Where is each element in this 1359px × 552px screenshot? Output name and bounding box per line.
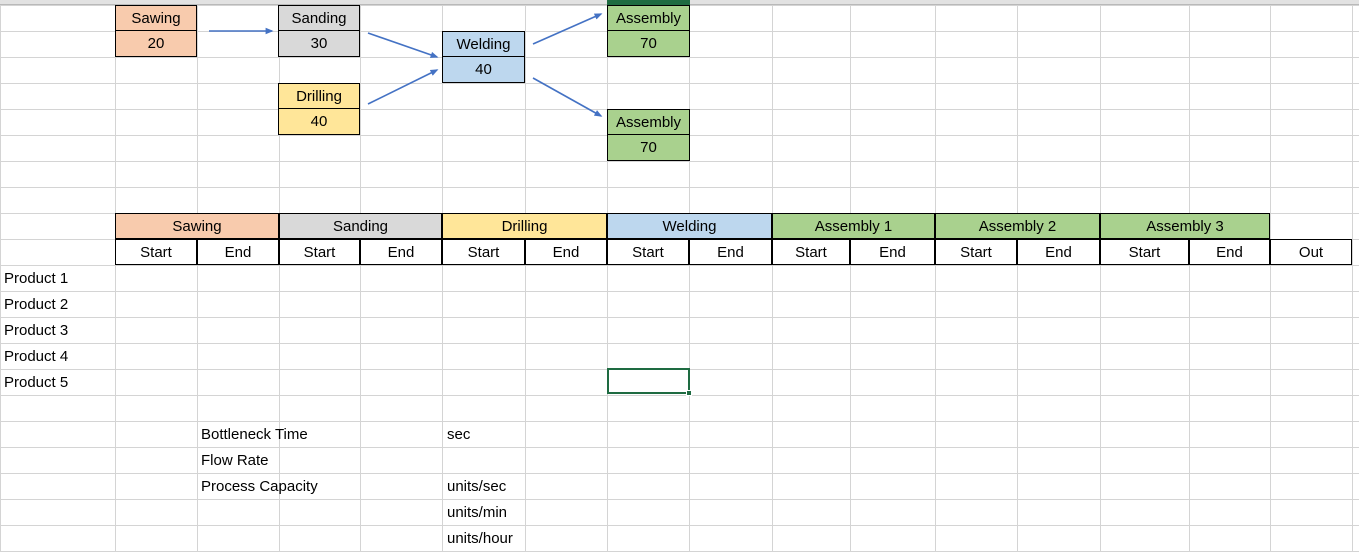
grid-column-line-12 [1017,0,1018,552]
grid-row-line-15 [0,395,1359,396]
grid-column-line-6 [525,0,526,552]
sub-header-12-start[interactable]: Start [1100,239,1189,265]
process-node-label: Welding [443,32,524,57]
process-node-drilling[interactable]: Drilling 40 [278,83,360,135]
grid-row-line-16 [0,421,1359,422]
sub-header-6-start[interactable]: Start [607,239,689,265]
sub-header-7-end[interactable]: End [689,239,772,265]
process-node-label: Drilling [279,84,359,109]
arrow-welding-to-assembly1 [532,13,603,45]
sub-header-11-end[interactable]: End [1017,239,1100,265]
grid-row-line-6 [0,161,1359,162]
grid-column-line-9 [772,0,773,552]
grid-column-line-14 [1189,0,1190,552]
grid-row-line-11 [0,291,1359,292]
process-node-welding[interactable]: Welding 40 [442,31,525,83]
process-node-assembly2[interactable]: Assembly 70 [607,109,690,161]
row-label-product-1[interactable]: Product 1 [4,269,69,287]
metric-label-bottleneck-time[interactable]: Bottleneck Time [201,425,308,443]
row-label-product-4[interactable]: Product 4 [4,347,69,365]
sub-header-13-end[interactable]: End [1189,239,1270,265]
sub-header-8-start[interactable]: Start [772,239,850,265]
grid-row-line-12 [0,317,1359,318]
grid-row-line-2 [0,57,1359,58]
arrow-drilling-to-welding [367,69,439,105]
grid-row-line-3 [0,83,1359,84]
process-node-label: Assembly [608,110,689,135]
grid-column-line-15 [1270,0,1271,552]
grid-row-line-10 [0,265,1359,266]
sub-header-0-start[interactable]: Start [115,239,197,265]
metric-label-process-capacity[interactable]: Process Capacity [201,477,318,495]
selected-cell[interactable] [607,368,690,394]
metric-unit-units-per-hour[interactable]: units/hour [447,529,513,547]
grid-column-line-11 [935,0,936,552]
grid-column-line-3 [279,0,280,552]
process-node-time: 30 [310,35,328,52]
sub-header-2-start[interactable]: Start [279,239,360,265]
grid-column-line-7 [607,0,608,552]
process-node-time: 70 [640,35,657,52]
grid-column-line-1 [115,0,116,552]
process-header-sanding[interactable]: Sanding [279,213,442,239]
grid-column-line-10 [850,0,851,552]
process-node-time: 40 [310,113,328,130]
sub-header-14-out[interactable]: Out [1270,239,1352,265]
metric-label-flow-rate[interactable]: Flow Rate [201,451,269,469]
process-header-sawing[interactable]: Sawing [115,213,279,239]
sub-header-1-end[interactable]: End [197,239,279,265]
sub-header-3-end[interactable]: End [360,239,442,265]
sub-header-9-end[interactable]: End [850,239,935,265]
sub-header-5-end[interactable]: End [525,239,607,265]
grid-column-line-0 [0,0,1,552]
process-header-assembly-3[interactable]: Assembly 3 [1100,213,1270,239]
process-node-time: 40 [475,61,492,78]
process-node-label: Assembly [608,6,689,31]
grid-row-line-17 [0,447,1359,448]
row-label-product-2[interactable]: Product 2 [4,295,69,313]
process-header-drilling[interactable]: Drilling [442,213,607,239]
metric-unit-units-per-min[interactable]: units/min [447,503,508,521]
grid-row-line-19 [0,499,1359,500]
process-node-sanding[interactable]: Sanding 30 [278,5,360,57]
grid-row-line-20 [0,525,1359,526]
process-header-assembly-1[interactable]: Assembly 1 [772,213,935,239]
process-node-label: Sanding [279,6,359,31]
grid-column-line-4 [360,0,361,552]
row-label-product-5[interactable]: Product 5 [4,373,69,391]
grid-column-line-2 [197,0,198,552]
process-node-assembly1[interactable]: Assembly 70 [607,5,690,57]
metric-unit-units-per-sec[interactable]: units/sec [447,477,507,495]
process-header-welding[interactable]: Welding [607,213,772,239]
process-node-time: 70 [640,139,657,156]
grid-column-line-13 [1100,0,1101,552]
metric-unit-sec[interactable]: sec [447,425,471,443]
grid-column-line-8 [689,0,690,552]
process-node-label: Sawing [116,6,196,31]
grid-column-line-5 [442,0,443,552]
sub-header-4-start[interactable]: Start [442,239,525,265]
process-node-time: 20 [147,35,165,52]
process-node-sawing[interactable]: Sawing 20 [115,5,197,57]
grid-row-line-13 [0,343,1359,344]
row-label-product-3[interactable]: Product 3 [4,321,69,339]
grid-column-line-16 [1352,0,1353,552]
fill-handle[interactable] [686,390,692,396]
column-header-selected-indicator[interactable] [607,0,690,5]
arrow-sanding-to-welding [367,32,439,58]
sub-header-10-start[interactable]: Start [935,239,1017,265]
grid-row-line-7 [0,187,1359,188]
process-header-assembly-2[interactable]: Assembly 2 [935,213,1100,239]
grid-row-line-18 [0,473,1359,474]
